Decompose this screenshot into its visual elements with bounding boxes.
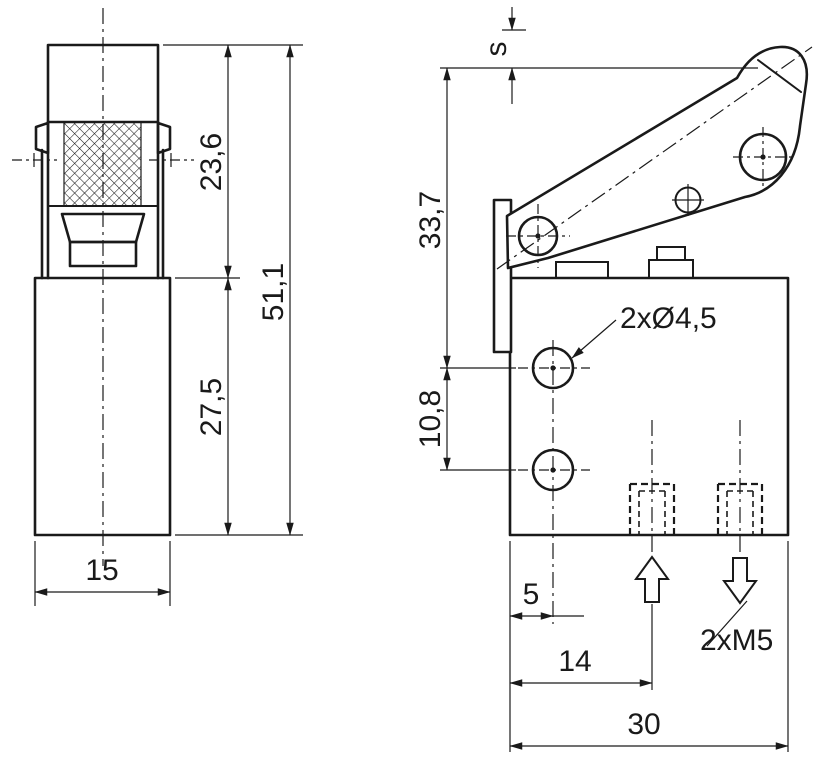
dim-port-offset-label: 14 <box>558 645 591 678</box>
thread-callout-label: 2xM5 <box>700 624 773 657</box>
dim-hole-spacing: 10,8 <box>414 367 516 471</box>
dim-stroke-label: s <box>480 42 513 57</box>
dim-body-height-label: 27,5 <box>195 378 228 436</box>
dim-total-height-label: 51,1 <box>257 263 290 321</box>
roller <box>733 127 793 187</box>
thread-callout: 2xM5 <box>700 600 773 657</box>
port-in-arrow-icon <box>634 555 670 603</box>
hook-inner-edge <box>757 59 802 93</box>
mount-hole-top <box>518 346 590 390</box>
stem-step <box>555 261 609 279</box>
dim-hole-offset-label: 5 <box>523 578 540 611</box>
side-view: s 33,7 10,8 2xØ4,5 5 1 <box>414 7 813 752</box>
mount-tab-left <box>34 121 50 155</box>
dim-port-offset: 14 <box>509 604 653 690</box>
pivot-rivet <box>506 204 570 268</box>
dim-hole-spacing-label: 10,8 <box>414 390 447 448</box>
lever-axis-centerline <box>496 46 813 270</box>
dim-body-height: 27,5 <box>195 277 232 536</box>
mount-tab-right <box>156 121 172 155</box>
dim-top-height: 23,6 <box>163 44 303 279</box>
dim-stroke: s <box>440 7 758 104</box>
dim-lever-top-to-hole-label: 33,7 <box>414 191 447 249</box>
dim-hole-offset: 5 <box>509 541 584 752</box>
poppet-stem <box>68 240 138 268</box>
plunger-base <box>648 259 694 279</box>
dim-front-width: 15 <box>34 541 171 606</box>
roller-lever <box>505 45 809 270</box>
plunger-pin <box>656 246 686 261</box>
port-out-arrow-icon <box>722 557 758 605</box>
hole-callout: 2xØ4,5 <box>571 302 717 359</box>
spring-hatch <box>63 121 142 207</box>
dim-side-width-label: 30 <box>627 708 660 741</box>
dim-front-width-label: 15 <box>85 554 118 587</box>
dim-lever-top-to-hole: 33,7 <box>414 67 516 369</box>
dim-top-height-label: 23,6 <box>195 133 228 191</box>
lever-screw <box>672 184 704 216</box>
valve-body-front <box>33 276 172 537</box>
dim-side-width: 30 <box>509 541 789 752</box>
front-view: 23,6 27,5 51,1 15 <box>12 8 303 606</box>
dim-total-height: 51,1 <box>175 44 303 536</box>
hole-callout-label: 2xØ4,5 <box>620 302 717 335</box>
mount-hole-bottom <box>518 448 590 492</box>
